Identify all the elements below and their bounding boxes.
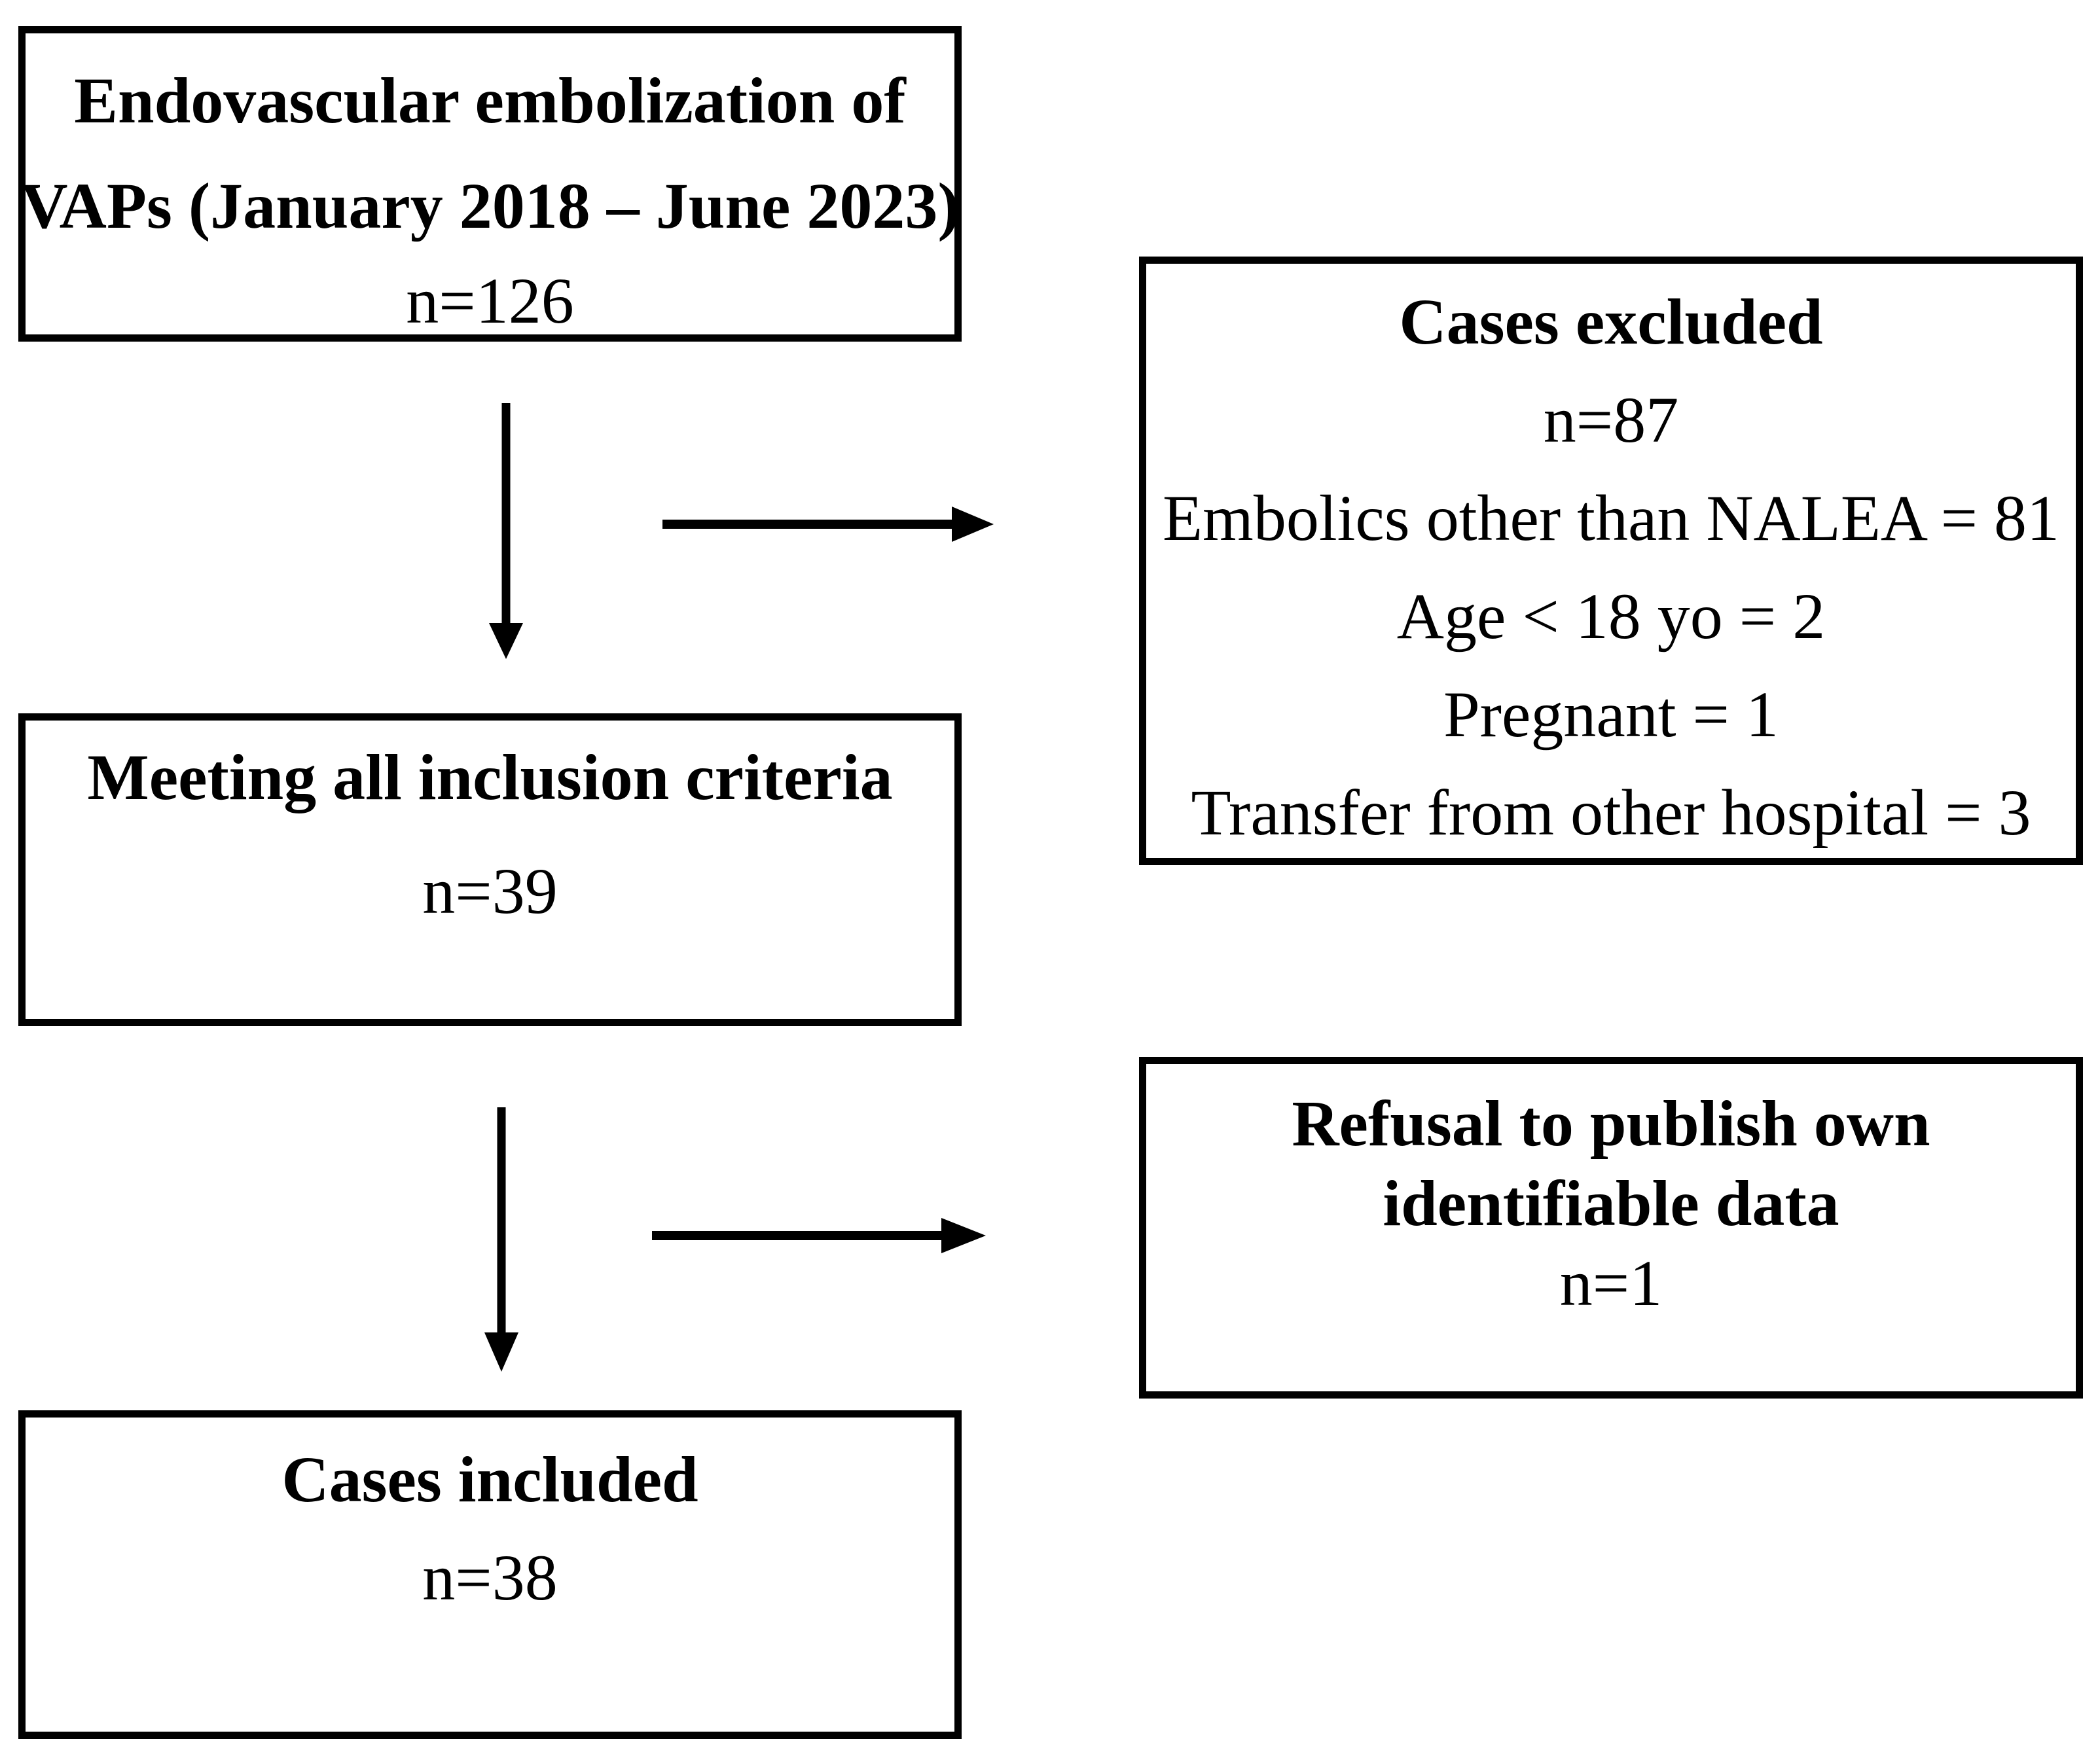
box-title: Cases included <box>281 1443 698 1516</box>
arrow-right-to-refusal <box>652 1218 986 1253</box>
arrow-down-inclusion-to-included <box>484 1107 518 1372</box>
box-count: n=126 <box>406 264 574 337</box>
exclusion-reason: Pregnant = 1 <box>1443 678 1779 751</box>
exclusion-reason: Age < 18 yo = 2 <box>1396 580 1826 652</box>
box-title: Cases excluded <box>1399 285 1823 358</box>
box-cases-excluded: Cases excluded n=87 Embolics other than … <box>1139 257 2083 865</box>
box-count: n=87 <box>1543 383 1679 456</box>
box-title: Meeting all inclusion criteria <box>87 741 893 813</box>
box-title-line: Endovascular embolization of <box>74 64 906 137</box>
box-title-line: Refusal to publish own <box>1292 1087 1930 1160</box>
arrow-right-to-excluded <box>662 507 994 542</box>
box-title-line: identifiable data <box>1383 1167 1839 1240</box>
exclusion-reason: Transfer from other hospital = 3 <box>1191 776 2031 849</box>
box-title-line: VAPs (January 2018 – June 2023) <box>20 169 960 242</box>
box-count: n=1 <box>1559 1247 1663 1319</box>
box-cases-included: Cases included n=38 <box>18 1410 962 1739</box>
box-count: n=39 <box>422 855 558 927</box>
box-inclusion-criteria: Meeting all inclusion criteria n=39 <box>18 713 962 1026</box>
exclusion-reason: Embolics other than NALEA = 81 <box>1162 482 2060 554</box>
box-refusal-to-publish: Refusal to publish own identifiable data… <box>1139 1057 2083 1399</box>
box-source-population: Endovascular embolization of VAPs (Janua… <box>18 26 962 342</box>
box-count: n=38 <box>422 1541 558 1614</box>
arrow-down-source-to-inclusion <box>489 403 523 659</box>
